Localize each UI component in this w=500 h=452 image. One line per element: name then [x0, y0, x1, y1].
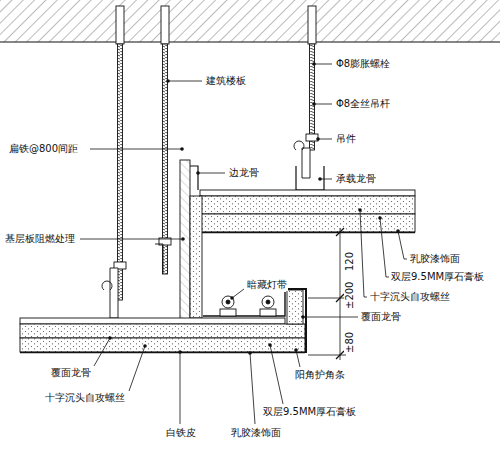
dimension-text: ±80 — [344, 331, 356, 354]
part-label: 吊件 — [335, 133, 357, 145]
part-label: 覆面龙骨 — [360, 311, 402, 323]
dimension-lines — [308, 228, 346, 360]
part-label: 扁铁@800间距 — [8, 143, 79, 155]
part-label: 覆面龙骨 — [50, 367, 92, 379]
part-label: 十字沉头自攻螺丝 — [44, 392, 126, 404]
dimension-text: 120 — [344, 251, 356, 272]
upper-ceiling — [200, 190, 415, 233]
vertical-board — [180, 160, 202, 322]
part-label: 双层9.5MM厚石膏板 — [390, 271, 485, 283]
leader-dots — [108, 62, 400, 355]
part-label: Φ8全丝吊杆 — [335, 98, 391, 110]
part-label: 承载龙骨 — [335, 173, 377, 185]
part-label: 边龙骨 — [228, 167, 260, 179]
main-channel — [296, 166, 324, 190]
part-label: Φ8膨胀螺栓 — [335, 58, 391, 70]
part-label: 十字沉头自攻螺丝 — [369, 291, 451, 303]
led-strip — [220, 296, 276, 316]
part-label: 阳角护角条 — [294, 369, 346, 381]
floor-slab — [0, 0, 500, 42]
part-label: 暗藏灯带 — [246, 279, 288, 291]
part-label: 白铁皮 — [165, 427, 197, 439]
part-label: 双层9.5MM厚石膏板 — [262, 406, 357, 418]
part-label: 乳胶漆饰面 — [230, 427, 282, 439]
lower-ceiling — [20, 289, 306, 353]
hanger-rods — [102, 6, 318, 318]
part-label: 建筑楼板 — [205, 75, 247, 87]
part-label: 乳胶漆饰面 — [409, 253, 461, 265]
leader-lines — [80, 64, 407, 424]
dimension-text: ±200 — [344, 281, 356, 310]
part-label: 基层板阻燃处理 — [4, 233, 76, 245]
